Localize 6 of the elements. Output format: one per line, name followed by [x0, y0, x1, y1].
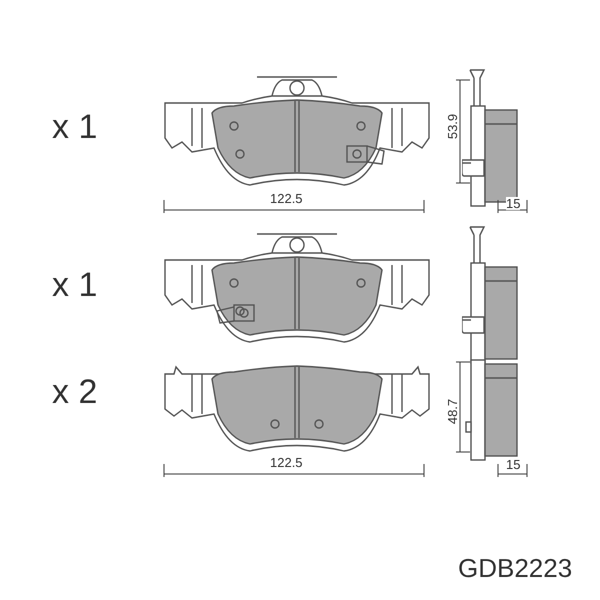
dimension-label: 53.9 [446, 114, 460, 140]
dimension-label: 15 [506, 458, 520, 471]
dimension-label: 48.7 [446, 398, 460, 424]
dimension-label: 15 [506, 197, 520, 210]
dimension-label: 122.5 [270, 192, 303, 205]
dimension-label: 122.5 [270, 456, 303, 469]
